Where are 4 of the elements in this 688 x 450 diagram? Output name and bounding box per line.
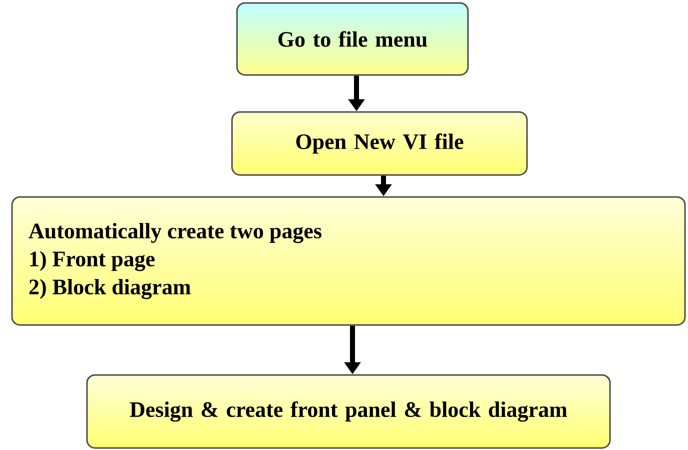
process-box: Go to file menu xyxy=(236,2,469,76)
process-box: Automatically create two pages 1) Front page 2) Block diagram xyxy=(11,196,686,326)
process-box: Design & create front panel & block diagram xyxy=(86,374,611,449)
process-box: Open New VI file xyxy=(231,111,528,176)
